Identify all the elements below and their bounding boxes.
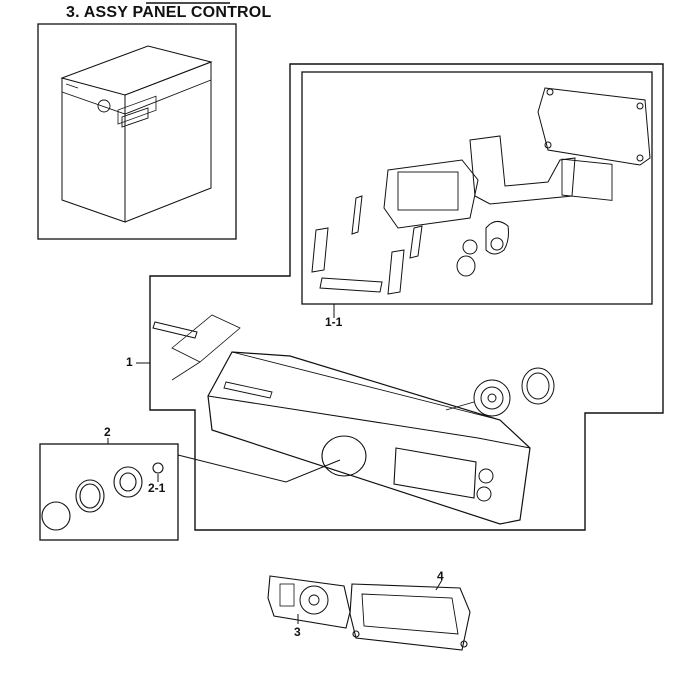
panel-logo-plate <box>223 381 273 399</box>
assembly-2-leader <box>177 454 341 483</box>
callout-1: 1 <box>126 355 133 369</box>
washer-illustration <box>60 45 213 223</box>
callout-4-leader <box>435 579 443 591</box>
callout-1-1: 1-1 <box>325 315 343 329</box>
page-title: 3. ASSY PANEL CONTROL <box>66 4 272 21</box>
display-window <box>393 447 477 499</box>
control-panel-body <box>207 351 531 525</box>
sub-assembly-1-1-box <box>301 71 653 305</box>
callout-2-1: 2-1 <box>148 481 166 495</box>
dial-opening <box>321 435 367 477</box>
callout-2: 2 <box>104 425 111 439</box>
assembly-1-frame <box>149 63 664 531</box>
assembly-2-parts <box>41 462 164 531</box>
assembly-2-box <box>39 443 179 541</box>
part-4-frame <box>349 583 471 651</box>
callout-3: 3 <box>294 625 301 639</box>
part-3-pcb <box>267 575 351 629</box>
sub-assembly-1-1-parts <box>311 87 651 295</box>
selector-knob-parts <box>445 367 555 417</box>
decal-plate <box>152 314 241 381</box>
callout-4: 4 <box>437 569 444 583</box>
inset-washer-box <box>37 23 237 240</box>
